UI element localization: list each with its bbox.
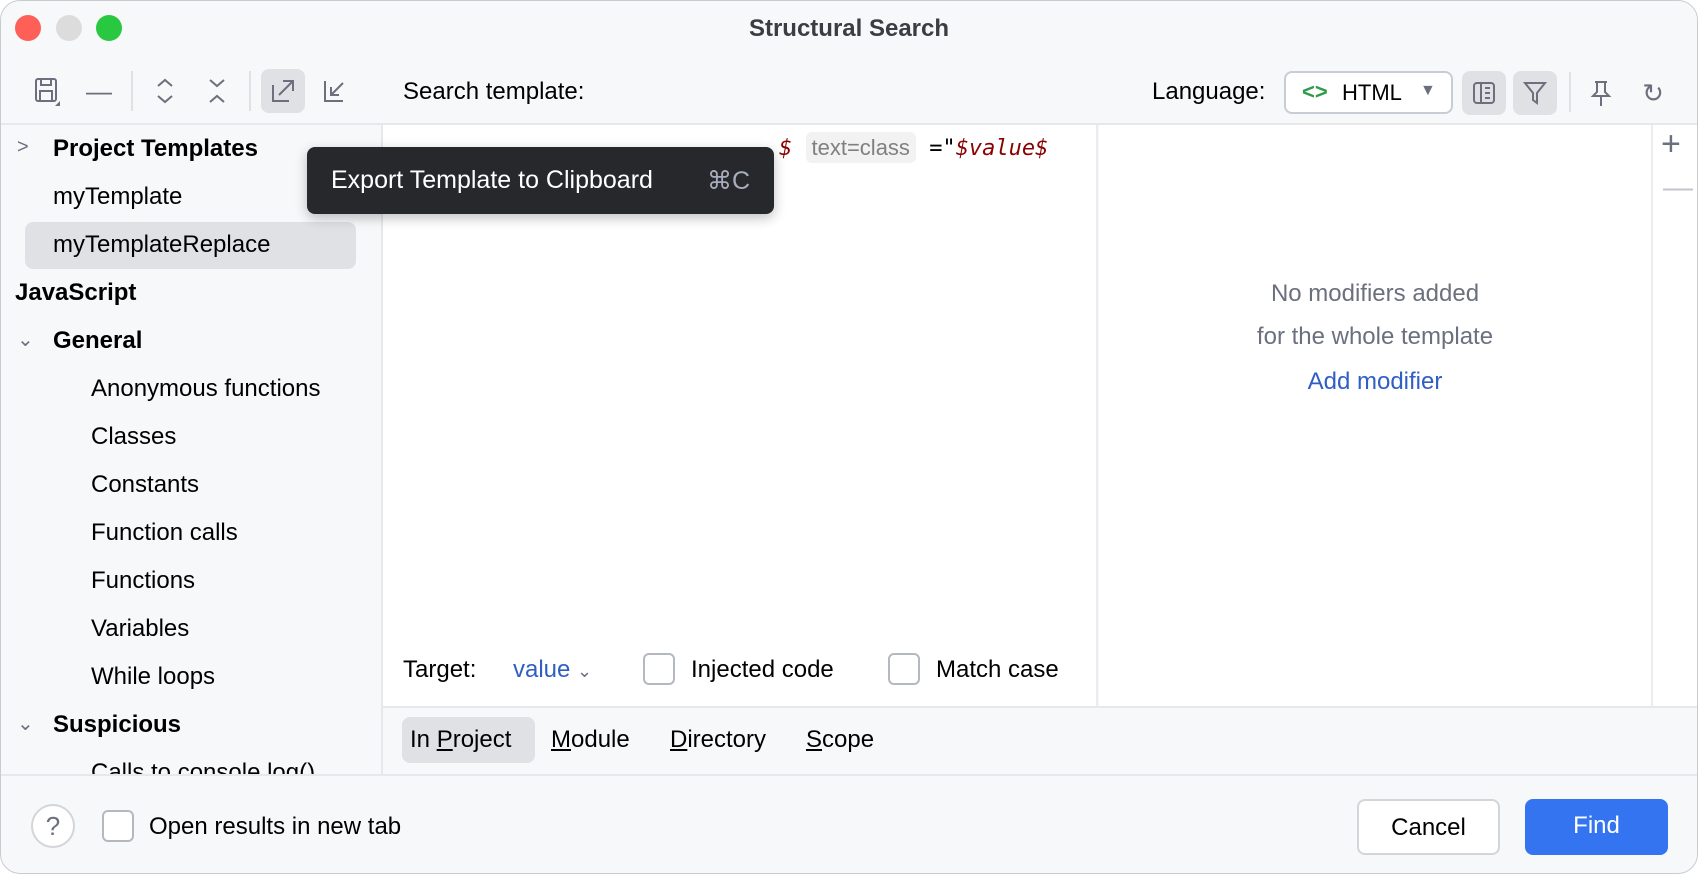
dialog-footer: ? Open results in new tab Cancel Find xyxy=(1,774,1697,873)
match-case-checkbox[interactable] xyxy=(888,653,920,685)
html-language-icon: <> xyxy=(1302,79,1328,104)
caret-down-icon: ▼ xyxy=(1420,82,1436,99)
tooltip-text: Export Template to Clipboard xyxy=(331,166,653,194)
toolbar-separator xyxy=(131,71,133,111)
add-modifier-link[interactable]: Add modifier xyxy=(1307,368,1443,395)
close-window-button[interactable] xyxy=(15,15,41,41)
no-modifiers-subtext: for the whole template xyxy=(1256,323,1494,350)
chevron-down-icon: ⌄ xyxy=(577,661,593,681)
tree-item[interactable]: myTemplate xyxy=(53,183,183,210)
tree-item[interactable]: Classes xyxy=(91,423,177,450)
match-case-label: Match case xyxy=(936,656,1059,683)
target-label: Target: xyxy=(403,656,477,683)
tree-item[interactable]: Function calls xyxy=(91,519,238,546)
search-template-editor[interactable]: $ text=class ="$value$ Target: value ⌄ I… xyxy=(383,125,1098,706)
toolbar-separator xyxy=(249,71,251,111)
search-template-label: Search template: xyxy=(403,78,585,105)
no-modifiers-text: No modifiers added xyxy=(1270,280,1480,307)
tree-category-javascript[interactable]: JavaScript xyxy=(15,279,137,306)
inlay-hint: text=class xyxy=(805,132,916,163)
import-icon[interactable] xyxy=(313,69,357,113)
collapse-all-icon[interactable] xyxy=(195,69,239,113)
export-icon[interactable] xyxy=(261,69,305,113)
tree-group-general[interactable]: General xyxy=(53,327,143,354)
chevron-right-icon[interactable]: > xyxy=(17,136,29,158)
language-dropdown[interactable]: <> HTML ▼ xyxy=(1284,71,1453,114)
open-new-tab-label: Open results in new tab xyxy=(149,813,402,840)
title-bar: Structural Search xyxy=(1,1,1697,58)
scope-tab-module[interactable]: Module xyxy=(551,726,630,753)
code-dollar: $ xyxy=(779,136,793,161)
tooltip: Export Template to Clipboard ⌘C xyxy=(307,147,774,214)
pin-icon[interactable] xyxy=(1579,71,1623,115)
scope-tab-scope[interactable]: Scope xyxy=(806,726,875,753)
filter-icon[interactable] xyxy=(1513,71,1557,115)
language-label: Language: xyxy=(1152,78,1266,105)
code-text: =" xyxy=(929,136,956,161)
find-button[interactable]: Find xyxy=(1525,799,1668,855)
templates-tree[interactable]: > Project Templates myTemplate myTemplat… xyxy=(1,125,383,774)
add-icon[interactable]: + xyxy=(1661,125,1681,163)
remove-icon[interactable]: — xyxy=(86,76,112,106)
tree-item-selected[interactable]: myTemplateReplace xyxy=(53,231,271,258)
tree-item[interactable]: Functions xyxy=(91,567,196,594)
tree-item[interactable]: Calls to console.log() xyxy=(91,759,316,774)
remove-icon[interactable]: — xyxy=(1663,171,1693,204)
chevron-down-icon[interactable]: ⌄ xyxy=(17,329,34,351)
scope-tab-directory[interactable]: Directory xyxy=(670,726,767,753)
search-header: Search template: Language: <> HTML ▼ ↻ xyxy=(383,58,1697,125)
tree-item[interactable]: Variables xyxy=(91,615,190,642)
open-new-tab-checkbox[interactable] xyxy=(102,810,134,842)
templates-toolbar: — xyxy=(1,58,383,125)
window-title: Structural Search xyxy=(748,15,950,42)
tree-item[interactable]: Anonymous functions xyxy=(91,375,321,402)
modifiers-strip: + — xyxy=(1651,125,1697,706)
injected-code-label: Injected code xyxy=(691,656,834,683)
save-icon[interactable] xyxy=(25,69,69,113)
tree-group-project-templates[interactable]: Project Templates xyxy=(53,135,258,162)
expand-all-icon[interactable] xyxy=(143,69,187,113)
scope-tabs: In Project Module Directory Scope xyxy=(383,706,1697,774)
tooltip-shortcut: ⌘C xyxy=(707,167,751,195)
code-variable: $value$ xyxy=(955,136,1049,161)
toggle-modifiers-panel-icon[interactable] xyxy=(1462,71,1506,115)
scope-tab-in-project[interactable]: In Project xyxy=(410,726,512,753)
injected-code-checkbox[interactable] xyxy=(643,653,675,685)
scope-tab-highlight xyxy=(402,717,535,763)
cancel-button[interactable]: Cancel xyxy=(1357,799,1500,855)
refresh-icon[interactable]: ↻ xyxy=(1642,78,1664,108)
minimize-window-button[interactable] xyxy=(56,15,82,41)
tree-item[interactable]: Constants xyxy=(91,471,200,498)
chevron-down-icon[interactable]: ⌄ xyxy=(17,713,34,735)
language-value: HTML xyxy=(1342,80,1402,105)
modifiers-panel: No modifiers added for the whole templat… xyxy=(1099,125,1651,706)
help-button[interactable]: ? xyxy=(31,804,75,848)
tree-item[interactable]: While loops xyxy=(91,663,216,690)
toolbar-separator xyxy=(1569,72,1571,112)
zoom-window-button[interactable] xyxy=(96,15,122,41)
tree-group-suspicious[interactable]: Suspicious xyxy=(53,711,182,738)
target-value: value xyxy=(513,656,571,683)
selected-row-highlight xyxy=(25,222,356,269)
target-dropdown[interactable]: value ⌄ xyxy=(513,656,592,684)
template-code-line: $ text=class ="$value$ xyxy=(779,132,1049,163)
